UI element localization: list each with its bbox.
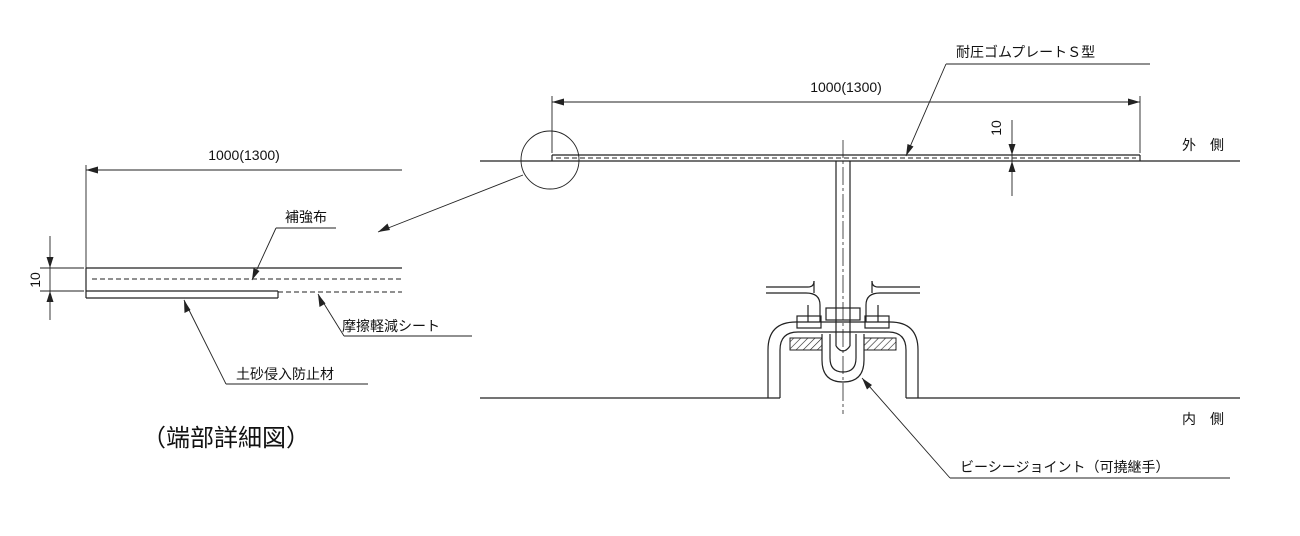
friction-sheet-leader — [317, 293, 472, 337]
reinforcement-label: 補強布 — [285, 210, 327, 226]
plate-leader — [905, 63, 1150, 157]
reinforcement-leader — [251, 227, 336, 281]
main-thickness-dimension — [1008, 120, 1016, 196]
detail-dimension-line — [85, 165, 402, 298]
seal-block-left — [789, 337, 823, 351]
detail-thickness-dimension — [40, 236, 84, 320]
detail-dimension-text: 1000(1300) — [208, 147, 280, 163]
main-thickness-text: 10 — [988, 120, 1004, 136]
detail-caption: （端部詳細図） — [142, 424, 310, 452]
main-dimension-text: 1000(1300) — [810, 79, 882, 95]
plate-label: 耐圧ゴムプレートＳ型 — [956, 44, 1095, 61]
main-section: 1000(1300) 10 耐圧ゴムプレートＳ型 外 側 — [480, 44, 1240, 479]
joint-leader — [861, 377, 1230, 479]
friction-sheet-label: 摩擦軽減シート — [342, 318, 440, 335]
detail-callout — [377, 130, 580, 233]
anchor-bolt — [835, 140, 851, 414]
rubber-plate — [551, 154, 1141, 161]
seal-block-right — [863, 337, 897, 351]
detail-plate — [85, 267, 402, 299]
main-dimension-line — [551, 96, 1141, 153]
joint-label: ビーシージョイント（可撓継手） — [960, 460, 1169, 476]
sealant-label: 土砂侵入防止材 — [236, 366, 334, 383]
sealant-leader — [183, 299, 368, 385]
detail-thickness-text: 10 — [27, 272, 43, 288]
end-detail: 1000(1300) 10 補強布 — [27, 147, 472, 452]
joint-hardware — [766, 280, 920, 398]
outside-label: 外 側 — [1182, 138, 1224, 154]
detail-callout-circle — [520, 130, 580, 190]
detail-callout-arrow — [377, 174, 524, 233]
inside-label: 内 側 — [1182, 412, 1224, 428]
